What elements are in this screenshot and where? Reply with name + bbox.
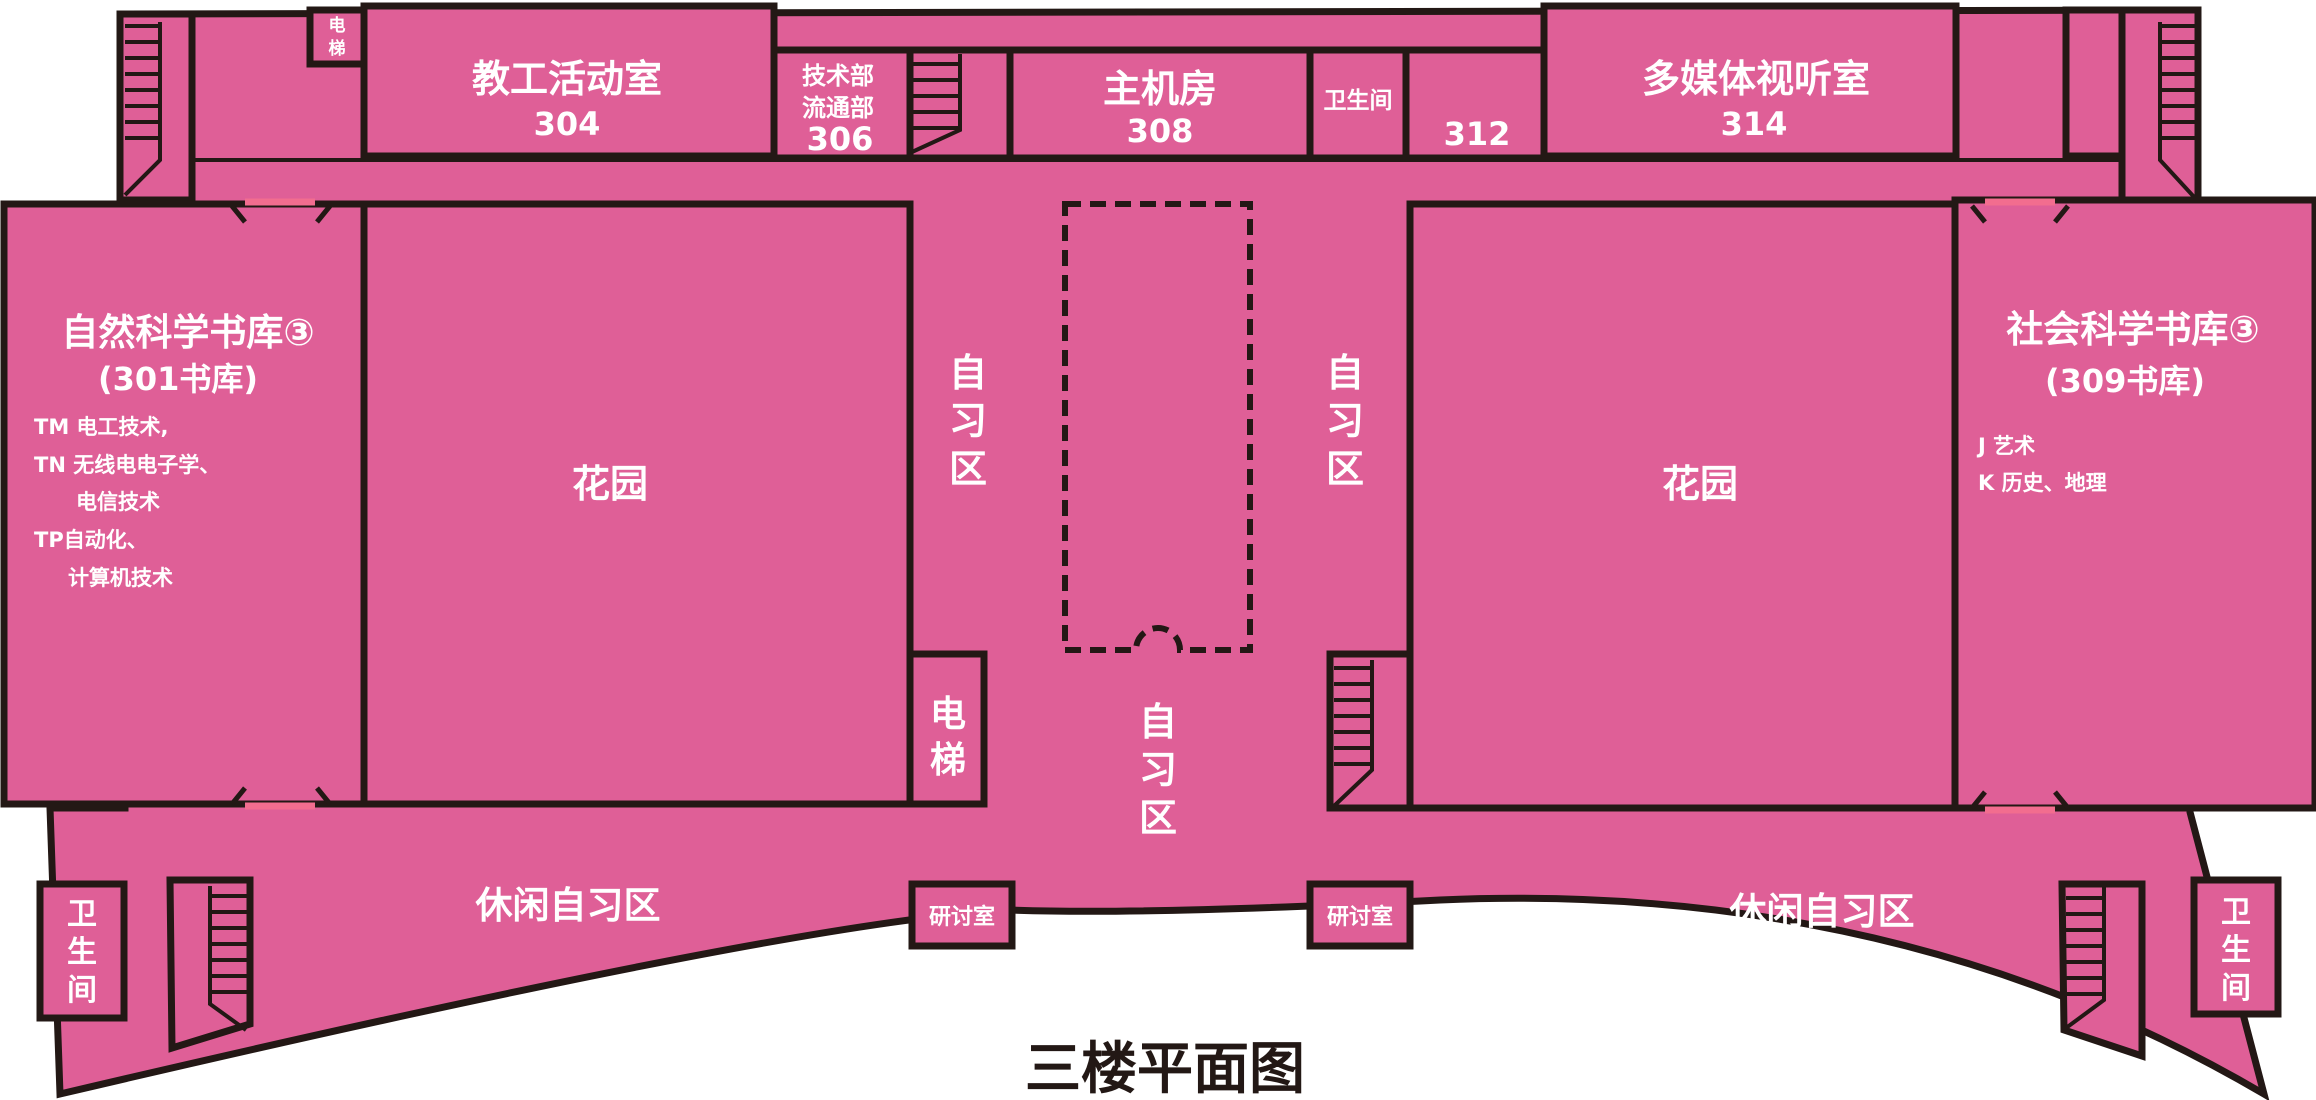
library-left-name: 自然科学书库③: [61, 311, 314, 354]
library-social-science[interactable]: [1951, 196, 2316, 812]
library-left-item-computer: 计算机技术: [68, 566, 173, 590]
room-308-number: 308: [1127, 112, 1194, 150]
study-area-center-char3: 区: [1139, 796, 1177, 840]
library-right-item-art: J 艺术: [1976, 434, 2035, 458]
seminar-left-label: 研讨室: [929, 904, 995, 930]
restroom-bl-char3: 间: [67, 973, 97, 1008]
room-306-line2: 流通部: [802, 94, 874, 122]
study-area-right-char2: 习: [1326, 399, 1364, 443]
elevator-middle[interactable]: [906, 650, 988, 808]
library-left-item-tm: TM 电工技术,: [34, 415, 169, 439]
study-area-left-char2: 习: [949, 399, 987, 443]
study-area-center-char2: 习: [1139, 748, 1177, 792]
restroom-br-char1: 卫: [2221, 895, 2251, 930]
library-left-item-tp: TP自动化、: [34, 528, 148, 552]
elevator-top-char2: 梯: [329, 38, 346, 59]
library-left-item-telecom: 电信技术: [76, 490, 160, 514]
plan-title: 三楼平面图: [1025, 1037, 1305, 1100]
elevator-middle-char1: 电: [930, 694, 966, 735]
restroom-bl-char2: 生: [67, 935, 97, 970]
study-area-right-char3: 区: [1326, 447, 1364, 491]
restroom-br-char3: 间: [2221, 971, 2251, 1006]
room-306-number: 306: [807, 120, 874, 158]
staircase-bottom-left: [166, 876, 254, 1053]
room-314-number: 314: [1721, 105, 1788, 143]
room-304-name: 教工活动室: [472, 57, 662, 101]
library-left-item-tn: TN 无线电电子学、: [34, 453, 220, 477]
library-natural-science[interactable]: [0, 200, 368, 808]
study-area-left-char3: 区: [949, 447, 987, 491]
library-left-sub: (301书库): [98, 360, 258, 398]
restroom-top[interactable]: [1306, 46, 1410, 162]
shaft-top-right: [2062, 6, 2126, 160]
leisure-study-left: 休闲自习区: [475, 884, 661, 927]
restroom-top-label: 卫生间: [1324, 88, 1393, 114]
restroom-bottom-left[interactable]: [36, 880, 128, 1022]
garden-left-label: 花园: [572, 462, 648, 506]
room-304[interactable]: [360, 2, 778, 160]
elevator-top-char1: 电: [329, 15, 346, 36]
garden-right: [1406, 200, 1959, 812]
restroom-bottom-right[interactable]: [2190, 876, 2282, 1018]
library-right-item-history: K 历史、地理: [1978, 471, 2107, 495]
seminar-room-left[interactable]: [908, 880, 1016, 950]
room-308-name: 主机房: [1103, 67, 1217, 111]
library-right-name: 社会科学书库③: [2006, 308, 2259, 351]
study-area-center-char1: 自: [1139, 700, 1177, 744]
staircase-center-right: [1326, 650, 1414, 812]
room-306-line1: 技术部: [802, 62, 874, 90]
study-area-right-char1: 自: [1326, 351, 1364, 395]
room-314-name: 多媒体视听室: [1642, 57, 1870, 101]
elevator-top: [306, 6, 368, 68]
staircase-top-left: [116, 10, 196, 204]
atrium-dashed-outline: [1062, 201, 1253, 653]
garden-left: [360, 200, 914, 808]
room-312-number: 312: [1444, 115, 1511, 153]
study-area-left-char1: 自: [949, 351, 987, 395]
room-304-number: 304: [534, 105, 601, 143]
staircase-top-right: [2118, 6, 2202, 204]
elevator-middle-char2: 梯: [930, 740, 966, 781]
garden-right-label: 花园: [1662, 462, 1738, 506]
staircase-bottom-right: [2058, 880, 2146, 1061]
staircase-top-center: [906, 46, 1014, 162]
restroom-bl-char1: 卫: [67, 897, 97, 932]
restroom-br-char2: 生: [2221, 933, 2251, 968]
seminar-room-right[interactable]: [1306, 880, 1414, 950]
room-312[interactable]: [1402, 46, 1548, 162]
seminar-right-label: 研讨室: [1327, 904, 1393, 930]
library-right-sub: (309书库): [2045, 362, 2205, 400]
leisure-study-right: 休闲自习区: [1729, 890, 1915, 933]
room-314[interactable]: [1540, 2, 1960, 160]
